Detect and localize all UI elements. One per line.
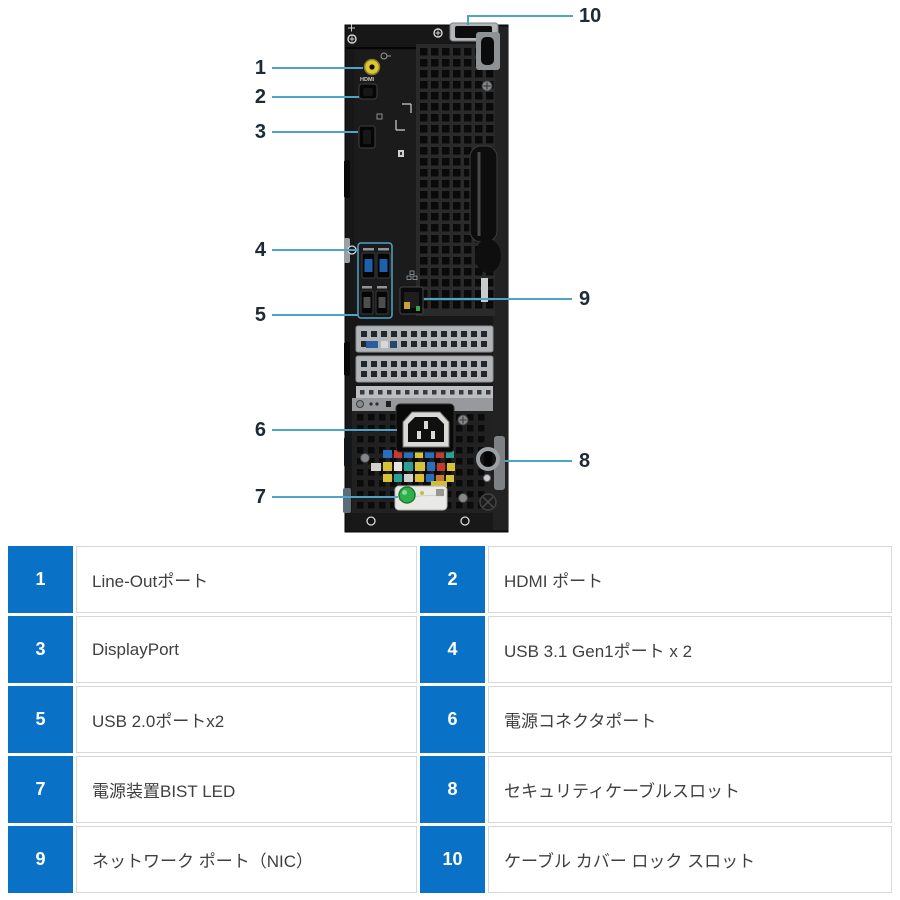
displayport (358, 113, 383, 149)
legend-label-1: Line-Outポート (76, 546, 417, 613)
legend-num-1: 1 (8, 546, 73, 613)
hdmi-port: HDMI (358, 77, 378, 100)
callout-1: 1 (254, 57, 266, 79)
legend-num-10: 10 (420, 826, 485, 893)
rear-panel-illustration: HDMI (272, 15, 573, 533)
legend-num-3: 3 (8, 616, 73, 683)
legend-num-9: 9 (8, 826, 73, 893)
callout-10: 10 (579, 5, 602, 27)
leader-lines (272, 15, 573, 498)
security-lock-opening (476, 32, 500, 70)
usb-2-0-ports (360, 286, 389, 315)
network-icon (406, 270, 418, 280)
legend-label-7: 電源装置BIST LED (76, 756, 417, 823)
legend-label-10: ケーブル カバー ロック スロット (488, 826, 892, 893)
legend-num-7: 7 (8, 756, 73, 823)
legend-label-9: ネットワーク ポート（NIC） (76, 826, 417, 893)
nic-port (399, 270, 424, 315)
leader-line-10 (467, 15, 573, 25)
screw (360, 414, 469, 503)
legend-num-4: 4 (420, 616, 485, 683)
panel-markings (395, 103, 412, 157)
chassis-bottom (352, 513, 493, 530)
callout-7: 7 (254, 486, 266, 508)
expansion-slots (355, 325, 494, 398)
side-panel-slots (343, 160, 351, 513)
port-legend-table: 1 Line-Outポート 2 HDMI ポート 3 DisplayPort 4… (8, 546, 892, 893)
bist-led-label (394, 485, 448, 511)
vent-grille (416, 44, 501, 316)
line-out-port (363, 52, 391, 76)
rear-panel-figure: HDMI (254, 5, 602, 533)
legend-label-2: HDMI ポート (488, 546, 892, 613)
security-cable-slot (476, 436, 505, 511)
legend-label-4: USB 3.1 Gen1ポート x 2 (488, 616, 892, 683)
legend-label-6: 電源コネクタポート (488, 686, 892, 753)
callout-4: 4 (254, 239, 266, 261)
power-connector-port (395, 403, 455, 453)
callout-8: 8 (579, 450, 591, 472)
hdmi-port-label: HDMI (360, 77, 375, 83)
legend-label-5: USB 2.0ポートx2 (76, 686, 417, 753)
legend-label-8: セキュリティケーブルスロット (488, 756, 892, 823)
callout-2: 2 (254, 86, 266, 108)
computer-chassis: HDMI (343, 22, 509, 533)
legend-num-5: 5 (8, 686, 73, 753)
screw (347, 24, 493, 92)
legend-num-2: 2 (420, 546, 485, 613)
thumbscrew (479, 493, 497, 511)
legend-label-3: DisplayPort (76, 616, 417, 683)
callout-3: 3 (254, 121, 266, 143)
callout-9: 9 (579, 288, 591, 310)
legend-num-6: 6 (420, 686, 485, 753)
psu-labels (371, 450, 455, 487)
bist-led (398, 486, 416, 504)
callout-5: 5 (254, 304, 266, 326)
line-out-icon (380, 52, 391, 60)
legend-num-8: 8 (420, 756, 485, 823)
callout-6: 6 (254, 419, 266, 441)
